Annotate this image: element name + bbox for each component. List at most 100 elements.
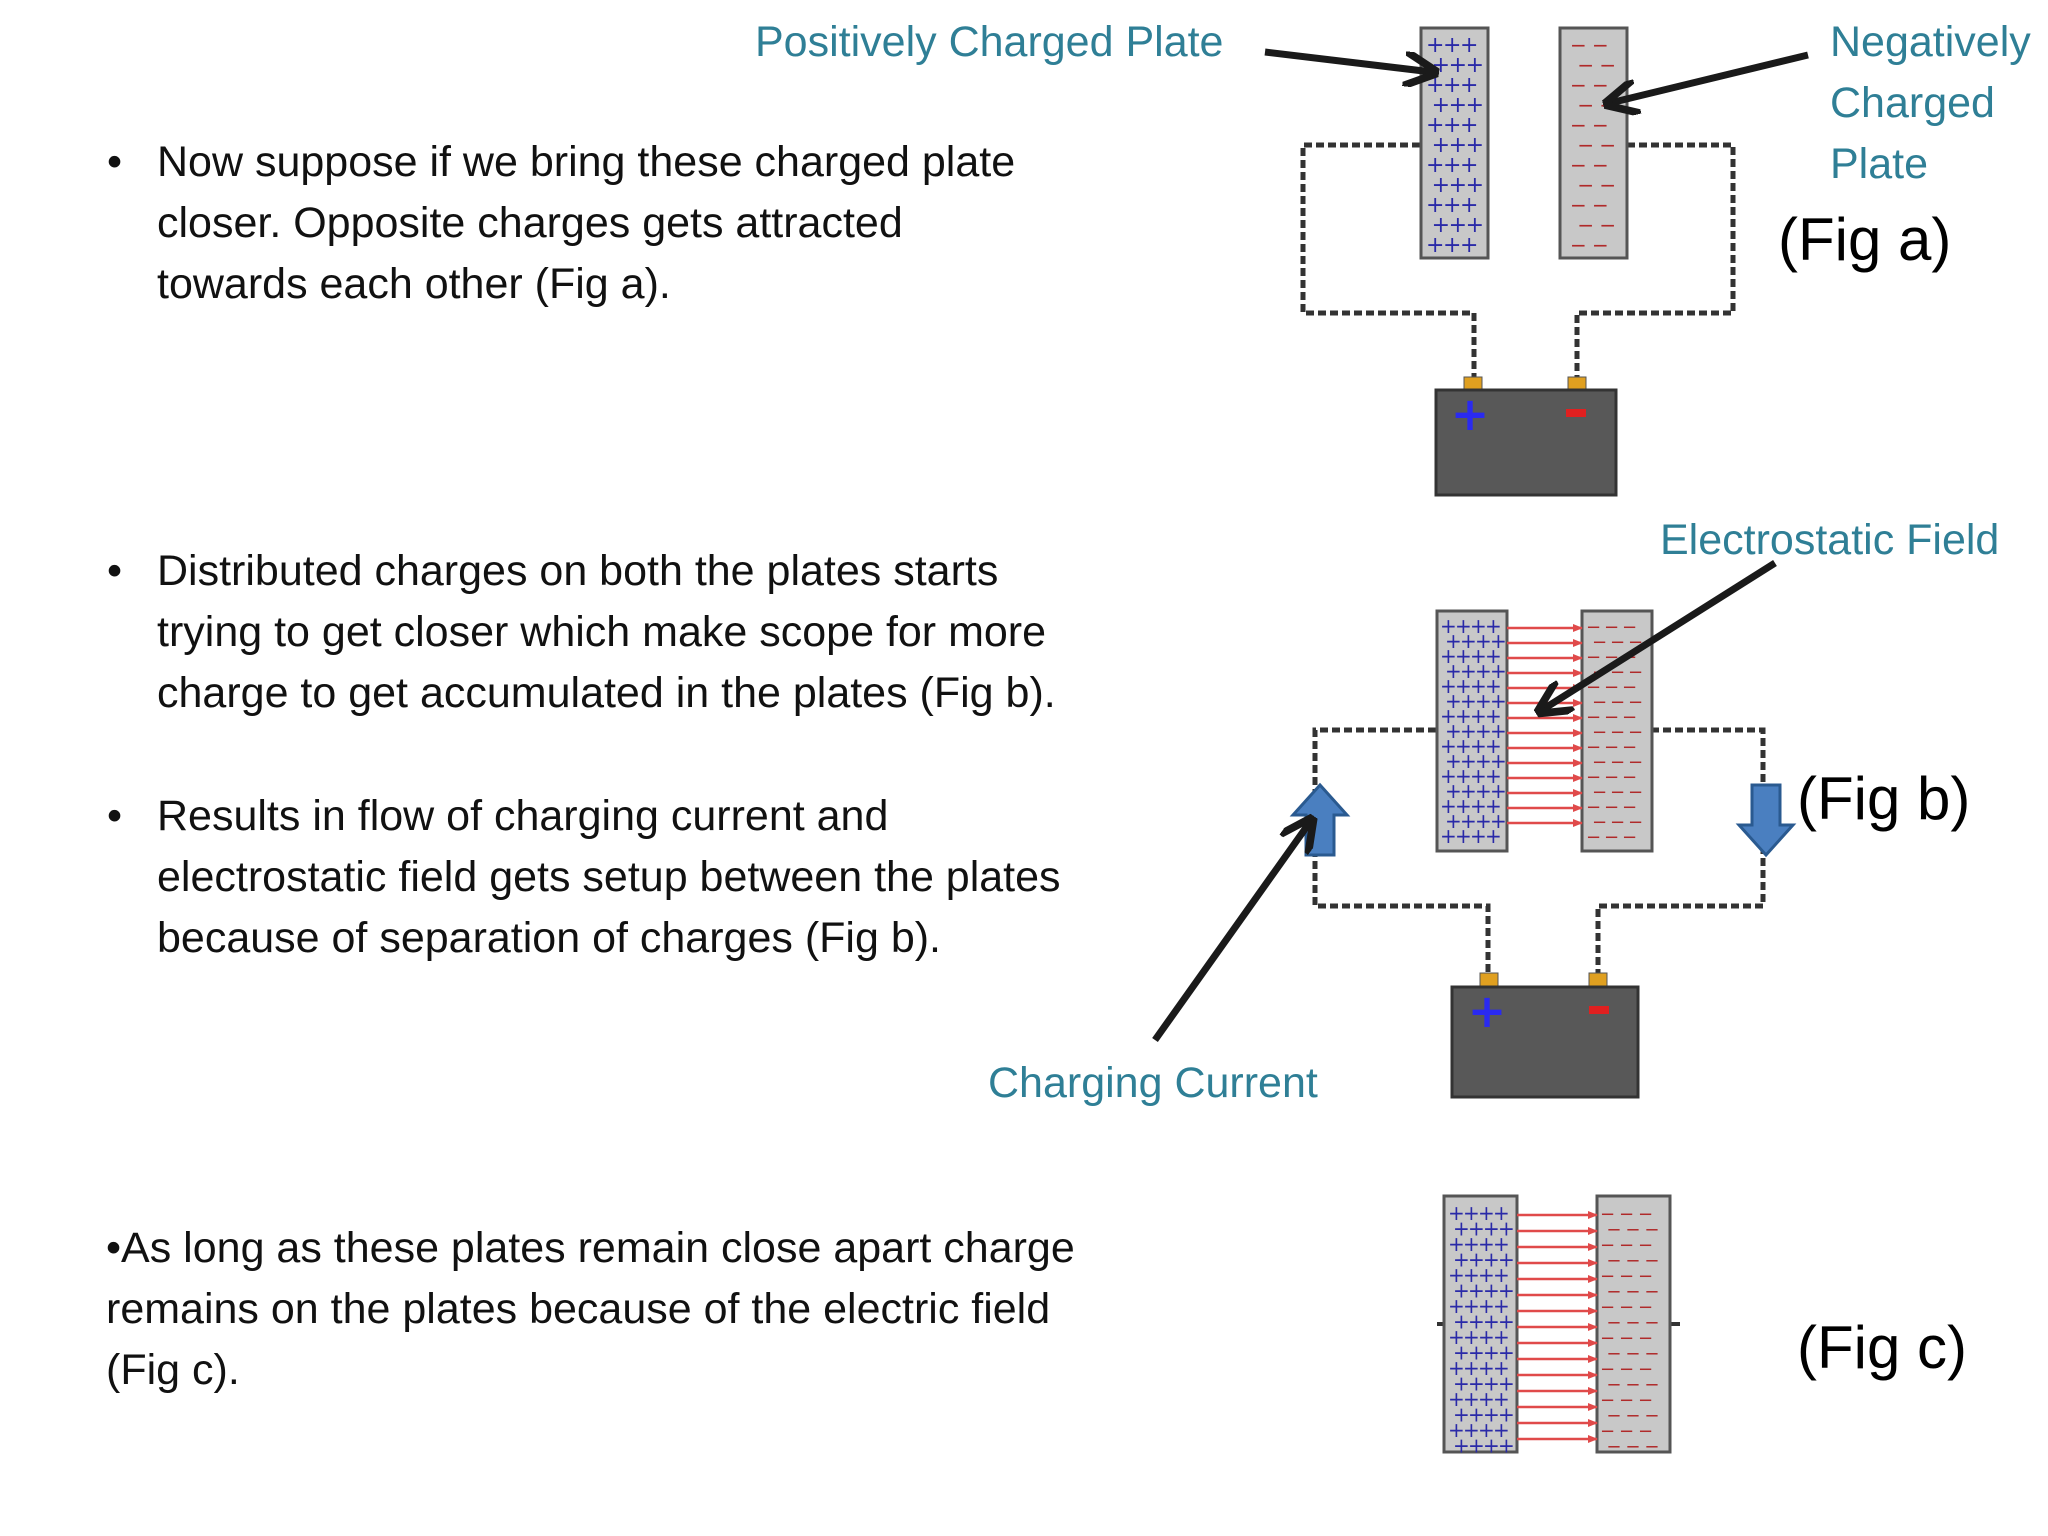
negative-charge-icon: − (1586, 617, 1601, 638)
bullet-fig-a: • Now suppose if we bring these charged … (107, 132, 1016, 315)
negative-charge-icon: − (1622, 707, 1637, 728)
negative-charge-icon: − (1619, 1266, 1634, 1287)
positive-charge-icon: + (1485, 674, 1502, 698)
positive-charge-icon: + (1449, 133, 1467, 158)
positive-charge-icon: + (1448, 1232, 1465, 1256)
pointer-arrow-icon (1610, 51, 1809, 103)
negative-charge-icon: − (1610, 632, 1625, 653)
positive-charge-icon: + (1448, 1294, 1465, 1318)
bullet-line: Now suppose if we bring these charged pl… (157, 138, 1016, 186)
negative-charge-icon: − (1628, 692, 1643, 713)
positive-charge-icon: + (1493, 1418, 1510, 1442)
label-line: Charged (1830, 79, 1995, 127)
positive-charge-icon: + (1483, 1341, 1500, 1365)
pointer-arrow-icon (1152, 822, 1310, 1043)
positive-charge-icon: + (1460, 193, 1478, 218)
positive-charge-icon: + (1453, 1372, 1470, 1396)
negative-charge-icon: − (1599, 53, 1616, 77)
positive-charge-icon: + (1466, 173, 1484, 198)
positive-charge-icon: + (1485, 704, 1502, 728)
positive-charge-icon: + (1478, 1263, 1495, 1287)
label-line: Plate (1830, 140, 1929, 188)
battery (1450, 985, 1640, 1099)
positive-charge-icon: + (1460, 33, 1478, 58)
negative-charge-icon: − (1586, 767, 1601, 788)
negative-charge-icon: − (1592, 812, 1607, 833)
negative-charge-icon: − (1638, 1266, 1653, 1287)
fig-c-diagram: ++++++++++++++++++++++++++++++++++++++++… (1437, 1194, 1680, 1458)
negative-charge-icon: − (1592, 193, 1609, 217)
positive-charge-icon: + (1453, 1310, 1470, 1334)
positive-charge-icon: + (1432, 133, 1450, 158)
negative-charge-icon: − (1628, 782, 1643, 803)
positive-charge-icon: + (1493, 1387, 1510, 1411)
negative-charge-icon: − (1592, 752, 1607, 773)
positive-charge-icon: + (1468, 1341, 1485, 1365)
positive-charge-icon: + (1443, 113, 1461, 138)
negative-charge-icon: − (1619, 1204, 1634, 1225)
positive-charge-icon: + (1470, 794, 1487, 818)
positive-charge-icon: + (1475, 779, 1492, 803)
negative-charge-icon: − (1638, 1390, 1653, 1411)
positive-charge-icon: + (1468, 1310, 1485, 1334)
positive-charge-icon: + (1463, 1325, 1480, 1349)
positive-charge-icon: + (1490, 749, 1507, 773)
negative-charge-icon: − (1628, 752, 1643, 773)
positive-charge-icon: + (1453, 1403, 1470, 1427)
negative-charge-icon: − (1638, 1235, 1653, 1256)
positive-charge-icon: + (1498, 1248, 1515, 1272)
positive-charge-icon: + (1478, 1418, 1495, 1442)
positive-charge-icon: + (1443, 33, 1461, 58)
negative-charge-icon: − (1600, 1328, 1615, 1349)
bullet-marker: • (107, 792, 123, 840)
negative-charge-icon: − (1638, 1421, 1653, 1442)
positive-charge-icon: + (1493, 1356, 1510, 1380)
negative-charge-icon: − (1600, 1297, 1615, 1318)
positive-charge-icon: + (1478, 1356, 1495, 1380)
positive-charge-icon: + (1448, 1263, 1465, 1287)
positive-charge-icon: + (1445, 809, 1462, 833)
positive-charge-icon: + (1460, 233, 1478, 258)
negative-charge-icon: − (1625, 1220, 1640, 1241)
positive-charge-icon: + (1463, 1201, 1480, 1225)
positive-charge-icon: + (1493, 1325, 1510, 1349)
bullet-line: Results in flow of charging current and (157, 792, 889, 840)
positive-charge-icon: + (1453, 1248, 1470, 1272)
negative-charge-icon: − (1592, 153, 1609, 177)
label-charging-current: Charging Current (988, 1059, 1318, 1107)
positive-plate (1419, 26, 1490, 260)
positive-charge-icon: + (1475, 659, 1492, 683)
paragraph-line: (Fig c). (106, 1346, 240, 1394)
negative-charge-icon: − (1644, 1406, 1659, 1427)
positive-charge-icon: + (1449, 213, 1467, 238)
bullet-line: trying to get closer which make scope fo… (157, 608, 1047, 656)
positive-charge-icon: + (1460, 689, 1477, 713)
positive-charge-icon: + (1498, 1372, 1515, 1396)
positive-charge-icon: + (1490, 659, 1507, 683)
bullet-distributed-charges: • Distributed charges on both the plates… (107, 541, 1056, 724)
negative-charge-icon: − (1599, 173, 1616, 197)
positive-charge-icon: + (1475, 749, 1492, 773)
negative-charge-icon: − (1644, 1344, 1659, 1365)
negative-charge-icon: − (1606, 1220, 1621, 1241)
negative-charge-icon: − (1592, 233, 1609, 257)
negative-charge-icon: − (1606, 1282, 1621, 1303)
positive-charge-icon: + (1468, 1279, 1485, 1303)
battery-plus-icon: + (1468, 984, 1507, 1038)
positive-charge-icon: + (1440, 824, 1457, 848)
charging-current-up-arrow-icon (1289, 782, 1351, 857)
positive-charge-icon: + (1478, 1325, 1495, 1349)
negative-charge-icon: − (1592, 632, 1607, 653)
negative-charge-icon: − (1622, 827, 1637, 848)
positive-charge-icon: + (1445, 779, 1462, 803)
positive-charge-icon: + (1440, 614, 1457, 638)
negative-charge-icon: − (1625, 1437, 1640, 1458)
label-negatively-charged-plate: Negatively Charged Plate (1830, 12, 2031, 195)
negative-charge-icon: − (1619, 1421, 1634, 1442)
positive-charge-icon: + (1440, 704, 1457, 728)
positive-charge-icon: + (1483, 1403, 1500, 1427)
battery (1434, 388, 1618, 497)
negative-charge-icon: − (1577, 133, 1594, 157)
positive-charge-icon: + (1448, 1418, 1465, 1442)
positive-charge-icon: + (1455, 764, 1472, 788)
